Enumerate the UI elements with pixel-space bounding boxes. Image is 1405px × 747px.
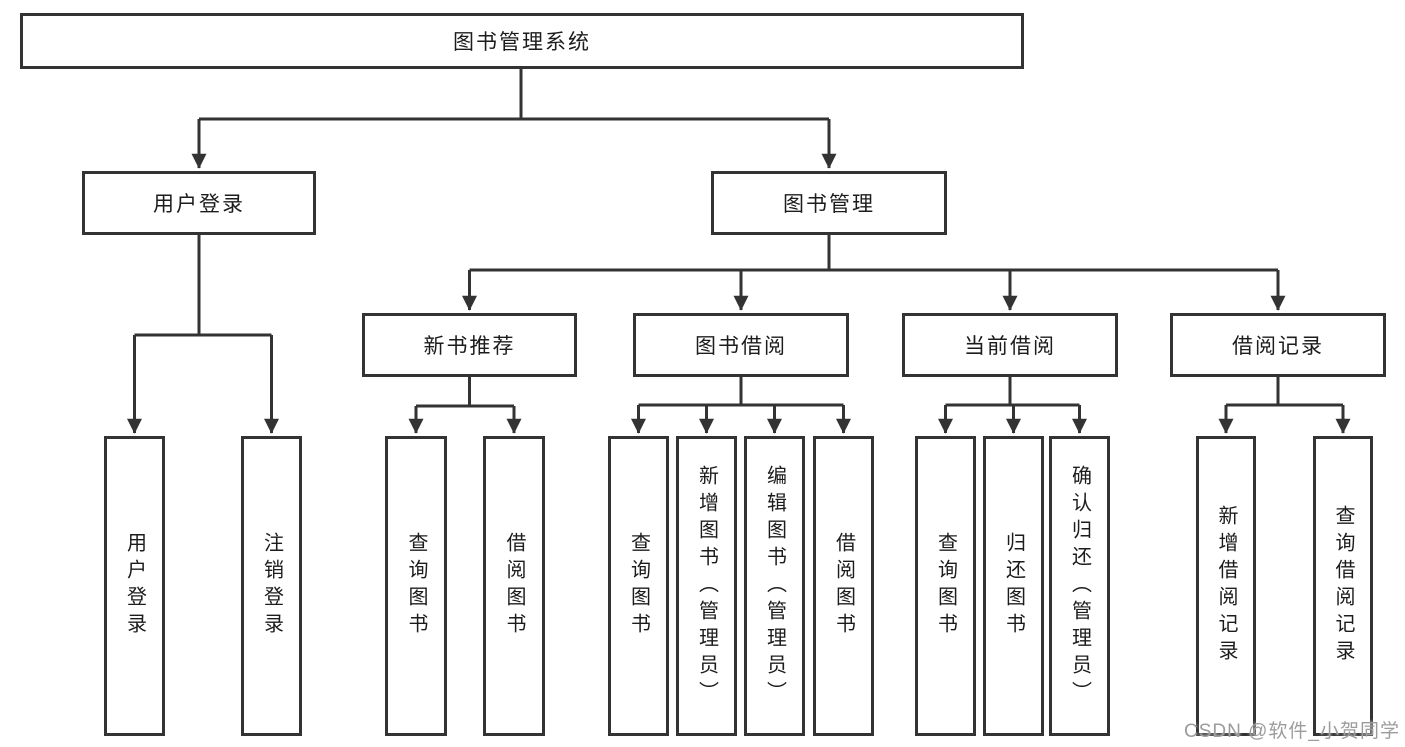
connector-borrow-records-to-leaves (1218, 377, 1351, 434)
leaf-edit-books-admin: 编辑图书（管理员） (744, 436, 805, 736)
leaf-logout-label: 注销登录 (260, 532, 283, 640)
leaf-user-login: 用户登录 (104, 436, 165, 736)
leaf-borrow-books-recommend-label: 借阅图书 (503, 532, 525, 640)
connector-current-borrow-to-leaves (938, 377, 1087, 434)
leaf-user-login-label: 用户登录 (123, 532, 146, 640)
leaf-confirm-return-admin-label: 确认归还（管理员） (1068, 464, 1091, 708)
leaf-query-books-recommend-label: 查询图书 (405, 532, 427, 640)
leaf-query-books-current: 查询图书 (915, 436, 976, 736)
leaf-add-books-admin-label: 新增图书（管理员） (695, 464, 718, 708)
leaf-add-borrow-record: 新增借阅记录 (1196, 436, 1256, 736)
node-book-management: 图书管理 (711, 171, 947, 235)
connector-new-book-to-leaves (408, 377, 522, 434)
leaf-logout: 注销登录 (241, 436, 302, 736)
leaf-query-books-current-label: 查询图书 (934, 532, 957, 640)
node-new-book-recommend: 新书推荐 (362, 313, 577, 377)
leaf-query-books-recommend: 查询图书 (385, 436, 447, 736)
leaf-edit-books-admin-label: 编辑图书（管理员） (763, 464, 786, 708)
node-current-borrow: 当前借阅 (902, 313, 1118, 377)
leaf-query-books-borrow-label: 查询图书 (627, 532, 650, 640)
leaf-add-borrow-record-label: 新增借阅记录 (1215, 505, 1237, 667)
leaf-query-books-borrow: 查询图书 (608, 436, 669, 736)
leaf-query-borrow-record-label: 查询借阅记录 (1332, 505, 1354, 667)
leaf-return-books: 归还图书 (983, 436, 1044, 736)
leaf-return-books-label: 归还图书 (1002, 532, 1025, 640)
leaf-add-books-admin: 新增图书（管理员） (676, 436, 737, 736)
node-root: 图书管理系统 (20, 13, 1024, 69)
connector-book-management-to-level3 (462, 235, 1286, 311)
node-user-login: 用户登录 (82, 171, 316, 235)
leaf-borrow-books: 借阅图书 (813, 436, 874, 736)
leaf-borrow-books-label: 借阅图书 (832, 532, 855, 640)
csdn-watermark: CSDN @软件_小贺同学 (1184, 721, 1400, 742)
node-borrow-records: 借阅记录 (1170, 313, 1386, 377)
leaf-query-borrow-record: 查询借阅记录 (1313, 436, 1373, 736)
connector-user-login-to-leaves (127, 235, 279, 434)
connector-root-to-level2 (191, 69, 837, 169)
node-book-borrow: 图书借阅 (633, 313, 849, 377)
connector-book-borrow-to-leaves (631, 377, 851, 434)
leaf-borrow-books-recommend: 借阅图书 (483, 436, 545, 736)
leaf-confirm-return-admin: 确认归还（管理员） (1049, 436, 1110, 736)
